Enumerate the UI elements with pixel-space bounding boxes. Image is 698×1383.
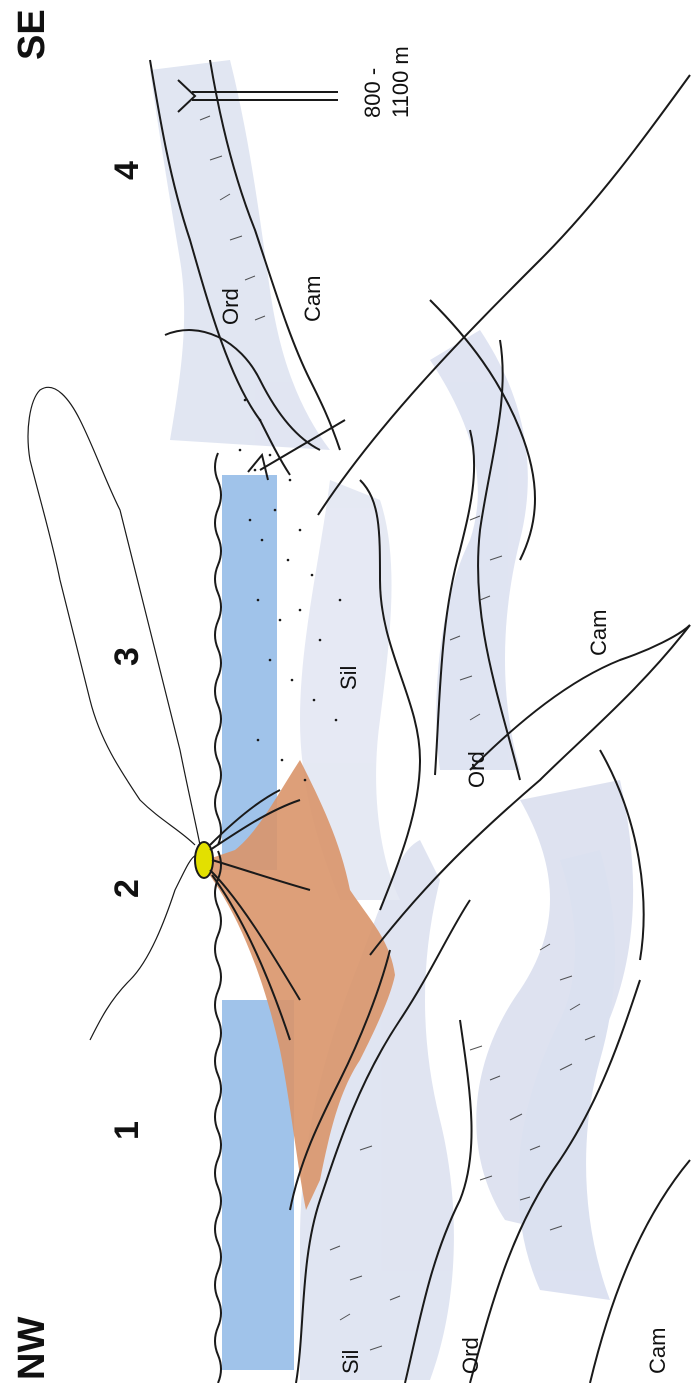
formation-label-cam-bottom: Cam [645, 1328, 670, 1374]
formation-label-ord-top: Ord [218, 288, 243, 325]
formation-label-cam-middle: Cam [586, 610, 611, 656]
ordovician-band-upper [150, 60, 330, 450]
label-se: SE [11, 9, 53, 60]
station-label-4: 4 [108, 161, 146, 180]
station-label-3: 3 [108, 647, 146, 666]
formation-label-ord-middle: Ord [464, 751, 489, 788]
volcanic-vent [195, 842, 213, 878]
station-label-2: 2 [108, 879, 146, 898]
formation-label-cam-top: Cam [300, 276, 325, 322]
formation-label-sil-middle: Sil [336, 666, 361, 690]
formation-label-sil-bottom: Sil [338, 1350, 363, 1374]
uplift-label-line1: 800 - [360, 68, 385, 118]
formation-label-ord-bottom: Ord [458, 1337, 483, 1374]
label-nw: NW [11, 1317, 53, 1380]
uplift-label-line2: 1100 m [388, 46, 413, 118]
sea-surface-line [215, 453, 221, 1383]
station-label-1: 1 [108, 1121, 146, 1140]
boundary-curve-4 [590, 1160, 690, 1383]
eruption-plume [28, 387, 200, 1040]
